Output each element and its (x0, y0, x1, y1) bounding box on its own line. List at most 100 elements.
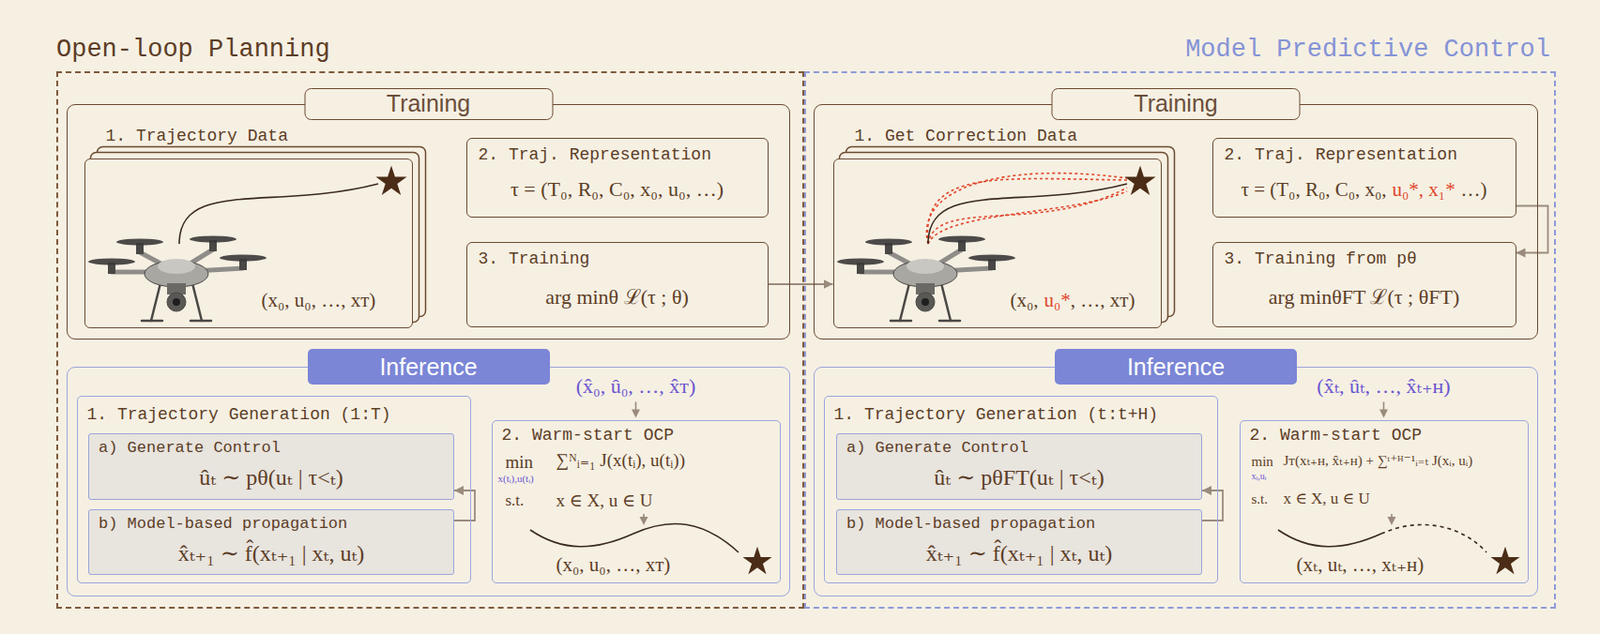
math-expression: u₀* (1043, 289, 1070, 312)
text-row: 1. Trajectory Data (106, 125, 289, 148)
step-heading: 2. Warm-start OCP (1249, 426, 1423, 445)
text-row: 3. Training (478, 248, 591, 271)
text-row: Training (1051, 88, 1301, 121)
text-row: τ = (T₀, R₀, C₀, x₀,u₀*, x₁*…) (1240, 177, 1487, 202)
region-title: Model Predictive Control (1185, 35, 1551, 64)
arrow-head (639, 517, 648, 526)
arrow-head (1386, 517, 1396, 526)
step-card: 1. Trajectory Data(x₀, u₀, …, xᴛ) (84, 158, 413, 329)
step-box: b) Model-based propagation x̂ₜ₊₁ ∼ f̂(xₜ₊… (88, 509, 455, 576)
drone-propeller (219, 254, 267, 261)
text-row: arg minθ ℒ(τ ; θ) (545, 284, 689, 311)
text-row: (x₀, u₀, …, xᴛ) (556, 552, 671, 578)
inference-panel: a) Generate Control ûₜ ∼ pθFT(uₜ | τ<ₜ) b)… (813, 366, 1539, 597)
math-expression: s.t. (1251, 491, 1269, 507)
math-expression: Jᴛ(xₜ₊ʜ, x̂ₜ₊ʜ) + ∑ᵗ⁺ᴴ⁻¹ᵢ₌ₜ J(xᵢ, uᵢ) (1283, 453, 1474, 469)
text-row: a) Generate Control (846, 438, 1029, 458)
math-expression: min (1251, 454, 1274, 470)
section-tab: Inference (307, 349, 550, 385)
text-row: ∑ᴺᵢ₌₁ J(x(tᵢ), u(tᵢ)) (556, 449, 686, 473)
text-row: xᵢ,uᵢ (1251, 471, 1267, 484)
text-row: b) Model-based propagation (846, 514, 1096, 534)
step-heading: 3. Training from pθ (1224, 249, 1418, 269)
math-expression: x(tᵢ),u(tᵢ) (498, 472, 534, 485)
connector-arrow (454, 490, 475, 521)
group-box: a) Generate Control ûₜ ∼ pθFT(uₜ | τ<ₜ) b)… (823, 396, 1219, 584)
ocp-box: 2. Warm-start OCP minx(tᵢ),u(tᵢ) ∑ᴺᵢ₌₁ J(x… (491, 420, 781, 584)
text-row: b) Model-based propagation (98, 514, 348, 534)
step-heading: 2. Traj. Representation (478, 145, 712, 165)
inference-panel: a) Generate Control ûₜ ∼ pθ(uₜ | τ<ₜ) b) M… (66, 366, 791, 597)
group-box: a) Generate Control ûₜ ∼ pθ(uₜ | τ<ₜ) b) M… (76, 396, 472, 584)
text-row: 2. Warm-start OCP (502, 425, 675, 447)
drone-leg (190, 319, 212, 322)
horizon-curve (1381, 524, 1487, 553)
text-row: Inference (307, 349, 550, 385)
step-card: 2. Traj. Representationτ = (T₀, R₀, C₀, … (466, 137, 769, 218)
step-heading: 1. Trajectory Generation (t:t+H) (834, 405, 1159, 425)
math-expression: (x₀, (1010, 289, 1039, 312)
connector-arrow (1516, 206, 1549, 254)
arrow-head (631, 410, 640, 419)
ocp-box: 2. Warm-start OCP minxᵢ,uᵢ Jᴛ(xₜ₊ʜ, x̂ₜ₊ʜ)… (1239, 420, 1529, 584)
drone-leg (890, 319, 912, 322)
label-row: (x̂ₜ, ûₜ, …, x̂ₜ₊ʜ) (1316, 373, 1450, 400)
step-heading: 2. Warm-start OCP (502, 426, 675, 445)
text-row: Open-loop Planning (56, 34, 331, 67)
goal-star (375, 165, 407, 195)
drone-camera (915, 292, 935, 312)
step-heading: a) Generate Control (98, 439, 281, 458)
drone-propeller (189, 235, 237, 243)
step-box: b) Model-based propagation x̂ₜ₊₁ ∼ f̂(xₜ₊… (836, 509, 1203, 576)
step-heading: 3. Training (478, 249, 591, 269)
training-panel: 1. Trajectory Data(x₀, u₀, …, xᴛ)2. Traj… (66, 104, 791, 340)
region-title: Open-loop Planning (56, 35, 331, 64)
illustration-group (88, 165, 408, 320)
text-row: x̂ₜ₊₁ ∼ f̂(xₜ₊₁ | xₜ, uₜ) (178, 539, 366, 568)
text-row: (xₜ, uₜ, …, xₜ₊ʜ) (1296, 552, 1425, 578)
text-row: x ∈ X, u ∈ U (1283, 488, 1371, 509)
text-row: Jᴛ(xₜ₊ʜ, x̂ₜ₊ʜ) + ∑ᵗ⁺ᴴ⁻¹ᵢ₌ₜ J(xᵢ, uᵢ) (1283, 452, 1474, 471)
math-expression: ûₜ ∼ pθ(uₜ | τ<ₜ) (198, 465, 343, 490)
step-box: a) Generate Control ûₜ ∼ pθ(uₜ | τ<ₜ) (88, 433, 455, 501)
text-row: 2. Warm-start OCP (1249, 425, 1423, 447)
math-expression: x̂ₜ₊₁ ∼ f̂(xₜ₊₁ | xₜ, uₜ) (926, 541, 1113, 566)
step-card: 1. Get Correction Data(x₀,u₀*, …, xᴛ) (833, 158, 1162, 329)
text-row: min (505, 451, 534, 474)
corrected-trajectory (926, 172, 1128, 244)
step-heading: b) Model-based propagation (846, 515, 1096, 534)
connector-arrow (768, 283, 834, 286)
text-row: ûₜ ∼ pθFT(uₜ | τ<ₜ) (933, 463, 1104, 492)
drone-leg (151, 283, 161, 321)
dashed-region: 1. Get Correction Data(x₀,u₀*, …, xᴛ) 2. … (804, 71, 1556, 610)
text-row: s.t. (1251, 490, 1269, 509)
connector-arrow (1202, 490, 1223, 521)
step-heading: 1. Trajectory Data (106, 126, 289, 146)
drone-leg (941, 283, 951, 321)
drone-propeller (88, 258, 136, 265)
text-row: x(tᵢ),u(tᵢ) (498, 472, 534, 487)
section-tab: Training (304, 88, 553, 121)
text-row: x̂ₜ₊₁ ∼ f̂(xₜ₊₁ | xₜ, uₜ) (926, 539, 1113, 568)
step-heading: 2. Traj. Representation (1224, 145, 1458, 165)
dashed-region: 1. Trajectory Data(x₀, u₀, …, xᴛ)2. Traj… (56, 71, 805, 610)
drone-propeller (938, 235, 986, 243)
text-row: (x₀,u₀*, …, xᴛ) (1010, 288, 1136, 313)
drone-camera (167, 292, 186, 312)
text-row: Model Predictive Control (1185, 34, 1551, 67)
math-expression: τ = (T₀, R₀, C₀, x₀, (1240, 178, 1387, 201)
step-box: a) Generate Control ûₜ ∼ pθFT(uₜ | τ<ₜ) (836, 433, 1203, 501)
step-card: 2. Traj. Representation τ = (T₀, R₀, C₀, … (1212, 137, 1517, 218)
corrected-trajectory (928, 191, 1128, 244)
math-expression: , …, xᴛ) (1070, 289, 1136, 312)
step-card: 3. Training arg minθ ℒ(τ ; θ) (466, 242, 769, 328)
step-heading: 1. Trajectory Generation (1:T) (87, 405, 392, 425)
trajectory-curve (530, 523, 739, 553)
math-expression: (x₀, u₀, …, xᴛ) (261, 289, 377, 312)
step-heading: a) Generate Control (846, 439, 1029, 458)
text-row: Training (304, 88, 553, 121)
drone-lens (172, 298, 181, 306)
training-panel: 1. Get Correction Data(x₀,u₀*, …, xᴛ) 2. … (813, 104, 1539, 340)
text-row: x ∈ X, u ∈ U (556, 489, 654, 513)
